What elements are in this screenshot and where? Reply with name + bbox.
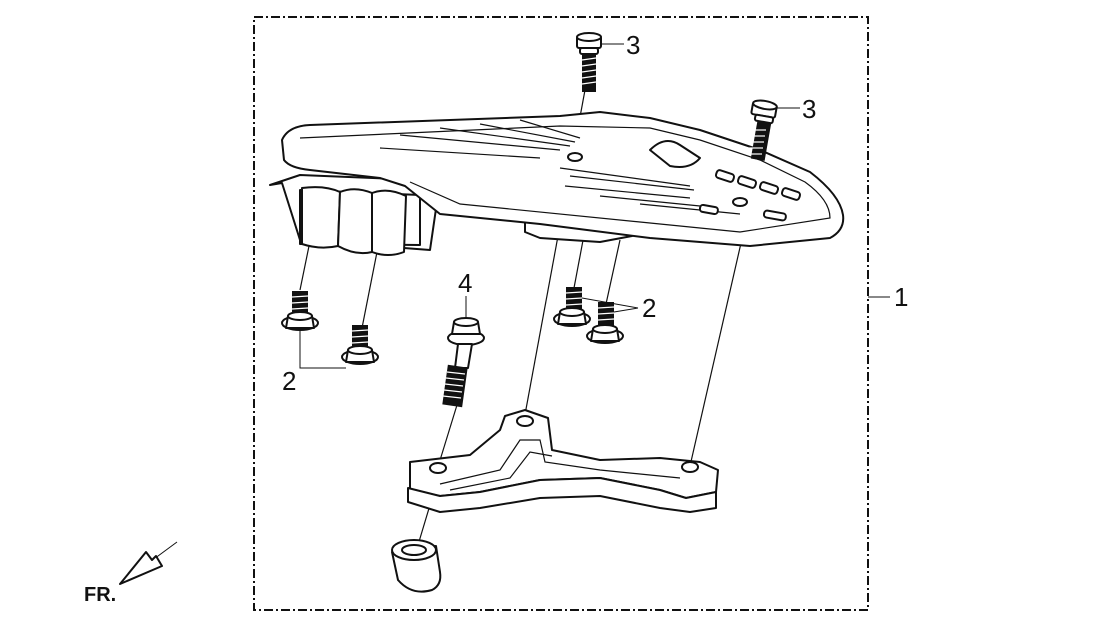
callout-1-label: 1 (894, 282, 908, 312)
front-direction-indicator: FR. (84, 541, 178, 606)
bolts-short-left: 2 (281, 291, 379, 396)
spacer-collar (391, 539, 442, 593)
rear-rack (269, 111, 845, 256)
rack-ribs (379, 119, 741, 215)
rack-hole-right (732, 197, 748, 207)
bolt-short-left-b (341, 325, 379, 365)
bracket-hole-top (516, 415, 534, 427)
bolts-short-right: 2 (553, 287, 656, 344)
rack-hole-center (567, 152, 583, 162)
callout-4-label: 4 (458, 268, 472, 298)
rack-slots (698, 169, 802, 222)
callout-3-right-label: 3 (802, 94, 816, 124)
bolt-long: 4 (442, 268, 485, 408)
bolt-short-left-a (281, 291, 319, 331)
bracket-hole-right (681, 461, 699, 473)
front-label: FR. (84, 584, 116, 606)
bolt-short-right-b (586, 302, 624, 344)
bolt-short-right-a (553, 287, 591, 327)
assembly-boundary (253, 16, 869, 611)
callout-2-left-label: 2 (282, 366, 296, 396)
bracket-hole-left (429, 462, 447, 474)
callout-3-top-label: 3 (626, 30, 640, 60)
callout-2-right-label: 2 (642, 293, 656, 323)
lower-bracket (407, 409, 719, 513)
callout-assembly: 1 (868, 282, 908, 312)
bolt-top-right: 3 (748, 94, 816, 161)
bolt-top-center: 3 (576, 30, 640, 92)
